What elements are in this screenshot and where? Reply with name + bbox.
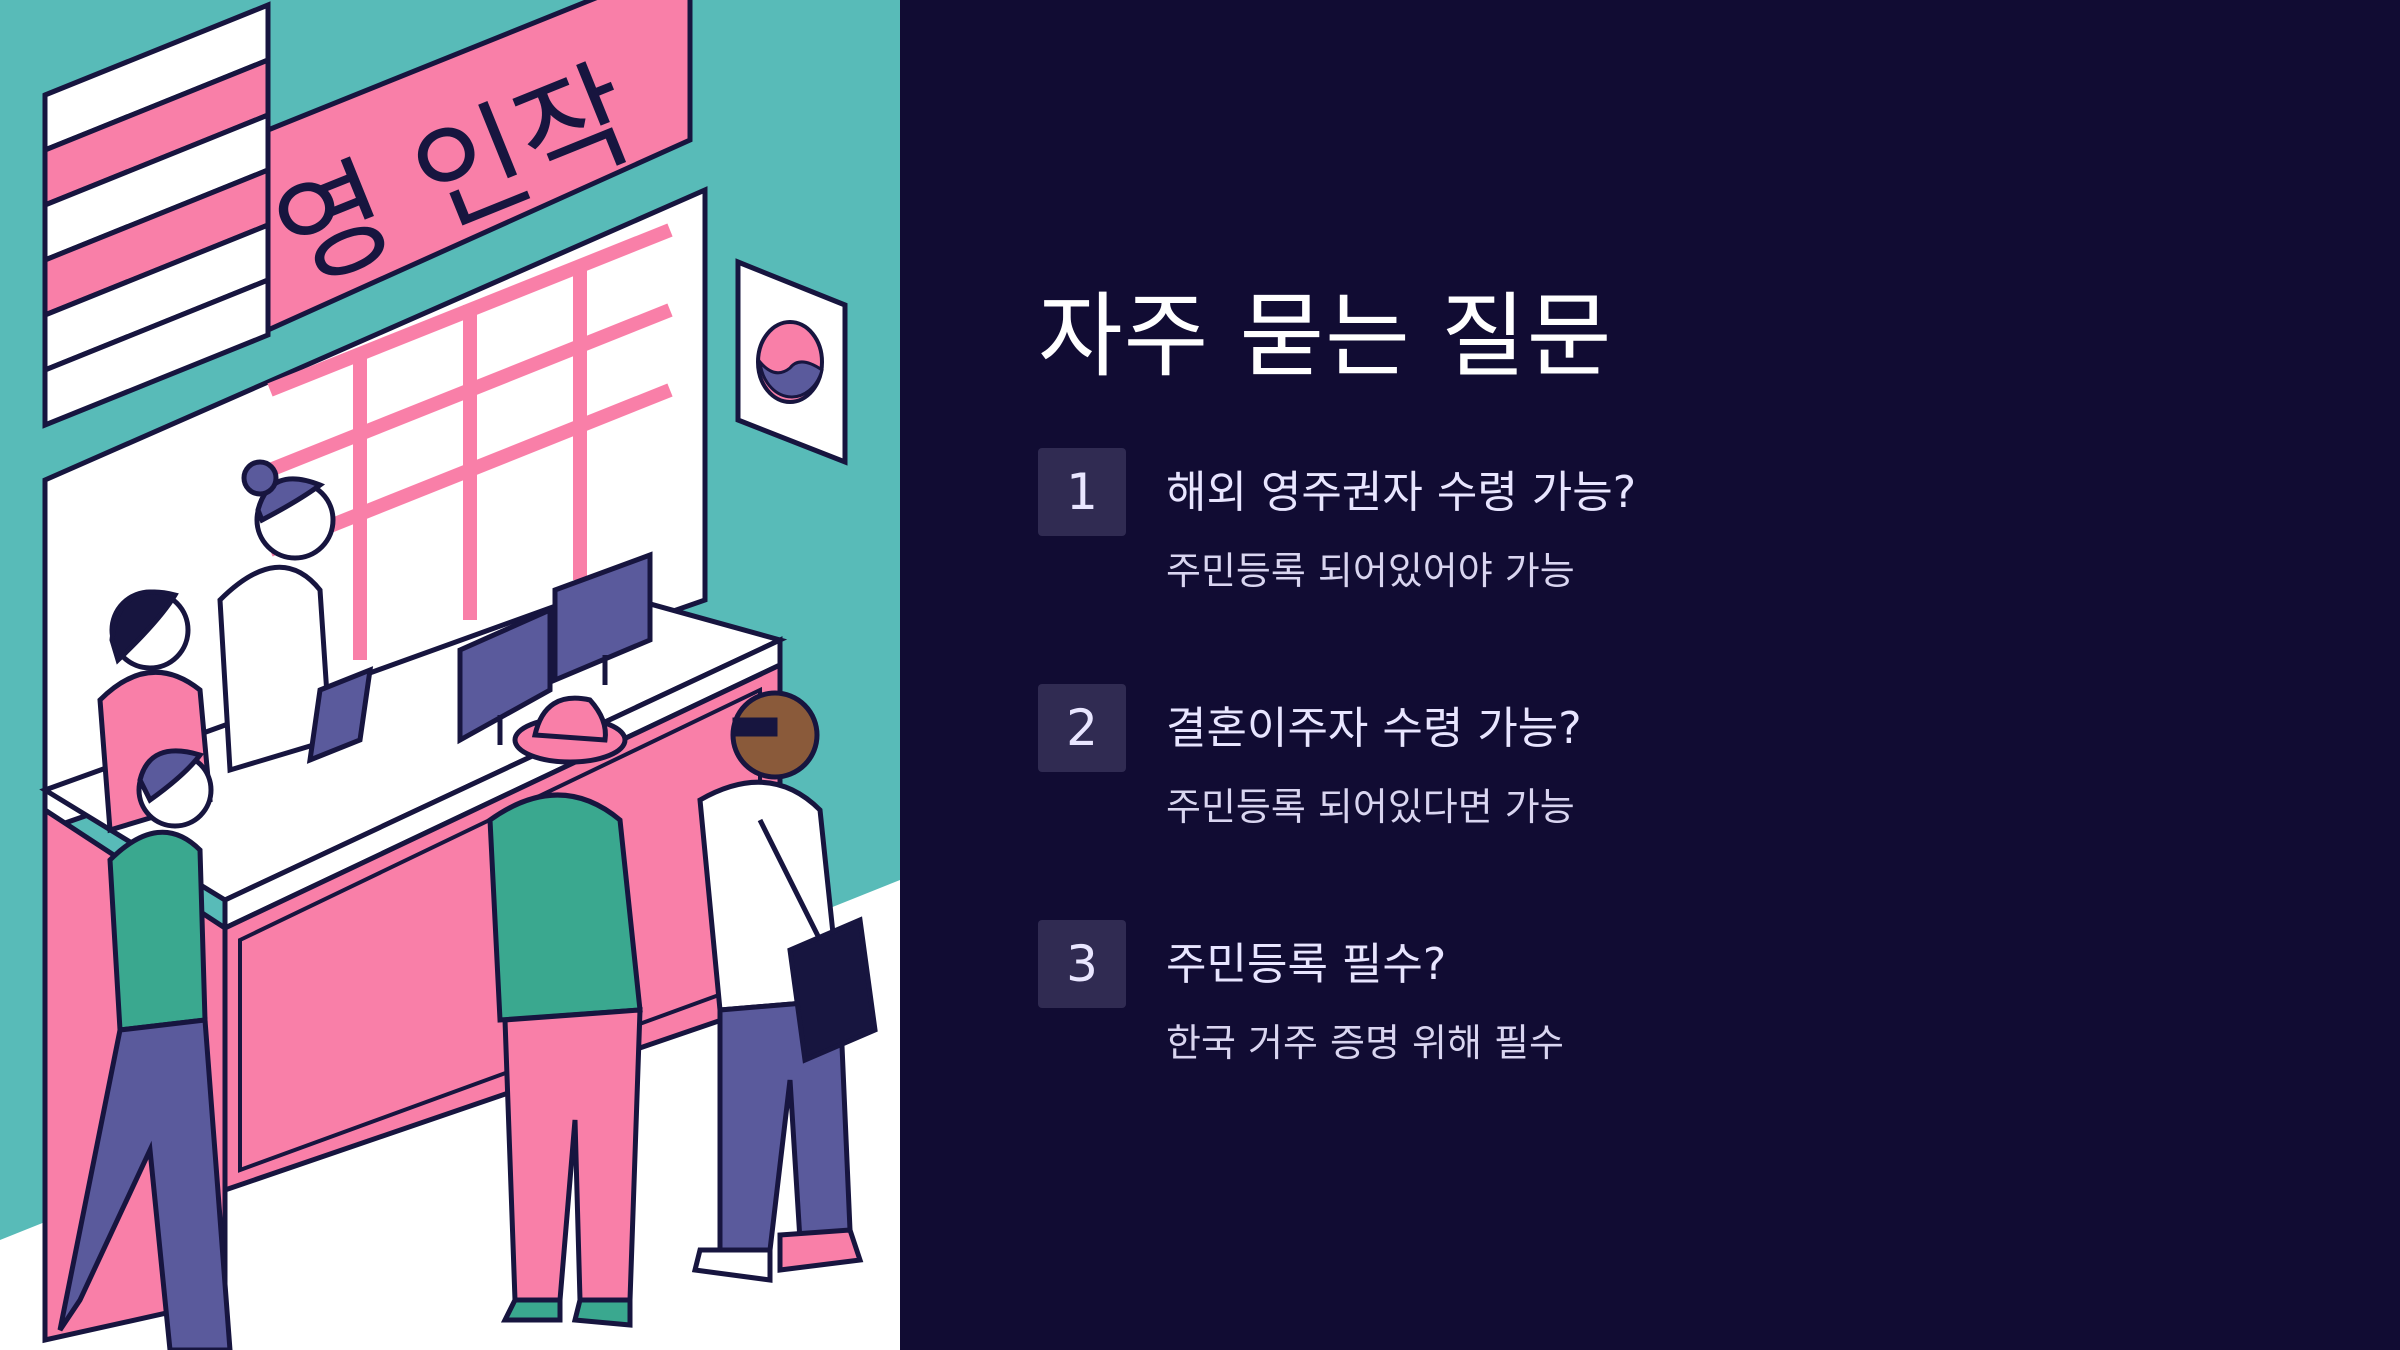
office-counter-illustration: 영 인작 [0, 0, 900, 1350]
faq-item-1: 1 해외 영주권자 수령 가능? 주민등록 되어있어야 가능 [1038, 448, 2338, 638]
faq-panel: 자주 묻는 질문 1 해외 영주권자 수령 가능? 주민등록 되어있어야 가능 … [1038, 0, 2338, 1350]
clerk-figure [217, 459, 374, 774]
customer-pink-hat-figure [487, 695, 643, 1328]
faq-item-3: 3 주민등록 필수? 한국 거주 증명 위해 필수 [1038, 920, 2338, 1110]
faq-answer: 한국 거주 증명 위해 필수 [1166, 1021, 1564, 1065]
faq-number-badge: 3 [1038, 920, 1126, 1008]
faq-number-badge: 1 [1038, 448, 1126, 536]
page-title: 자주 묻는 질문 [1038, 283, 1613, 390]
striped-awning [42, 1, 271, 429]
monitor-icons [457, 551, 653, 745]
faq-answer: 주민등록 되어있다면 가능 [1166, 785, 1575, 829]
faq-answer: 주민등록 되어있어야 가능 [1166, 549, 1575, 593]
faq-item-2: 2 결혼이주자 수령 가능? 주민등록 되어있다면 가능 [1038, 684, 2338, 874]
faq-question: 해외 영주권자 수령 가능? [1166, 467, 1637, 518]
illustration-canvas: 영 인작 [0, 0, 900, 1350]
faq-question: 결혼이주자 수령 가능? [1166, 703, 1582, 754]
customer-with-bag-figure [691, 690, 878, 1283]
faq-number-badge: 2 [1038, 684, 1126, 772]
window-grid [267, 223, 673, 660]
flag-icon [735, 258, 848, 466]
walking-person-figure [57, 748, 233, 1350]
faq-question: 주민등록 필수? [1166, 939, 1447, 990]
